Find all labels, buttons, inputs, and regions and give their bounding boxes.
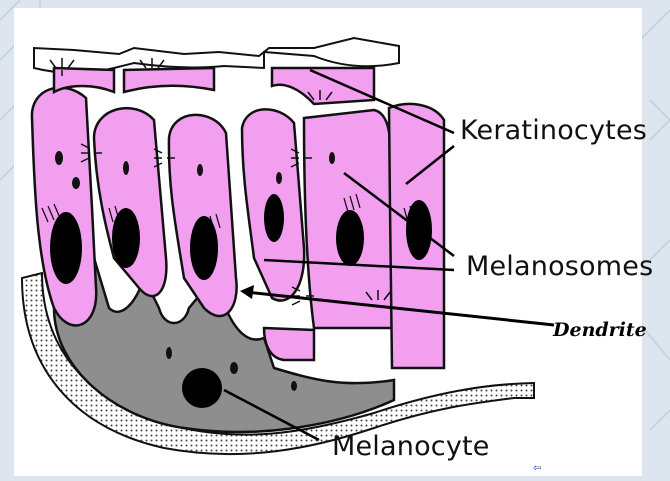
label-melanosomes: Melanosomes: [466, 251, 653, 282]
keratinocyte-cell: [54, 68, 114, 92]
label-keratinocytes: Keratinocytes: [460, 115, 647, 146]
epidermis-diagram: [14, 8, 642, 476]
keratinocyte-cell: [169, 115, 237, 316]
nucleus: [264, 194, 284, 242]
melanosome: [55, 151, 63, 165]
keratinocyte-cell: [264, 328, 314, 360]
melanosome: [276, 172, 282, 184]
nucleus: [190, 216, 218, 280]
keratinocyte-cell: [124, 68, 214, 92]
nucleus: [112, 208, 140, 268]
label-melanocyte: Melanocyte: [332, 431, 490, 462]
diagram-panel: Keratinocytes Melanosomes Melanocyte: [14, 8, 642, 476]
keratinocyte-cell: [272, 68, 374, 104]
dendrite-arrowhead: [240, 285, 254, 299]
melanosome: [329, 152, 335, 164]
melanocyte-nucleus: [182, 368, 222, 408]
back-arrow-icon[interactable]: ⇦: [533, 463, 541, 474]
keratinocyte-cell: [94, 108, 166, 296]
melanosome: [197, 164, 203, 176]
melanosome: [166, 347, 172, 359]
nucleus: [50, 212, 82, 284]
melanosome: [123, 161, 129, 175]
nucleus: [336, 210, 364, 266]
melanosome: [230, 362, 238, 374]
label-dendrite: Dendrite: [553, 319, 647, 341]
melanosome: [72, 177, 80, 189]
melanosome: [291, 381, 297, 391]
